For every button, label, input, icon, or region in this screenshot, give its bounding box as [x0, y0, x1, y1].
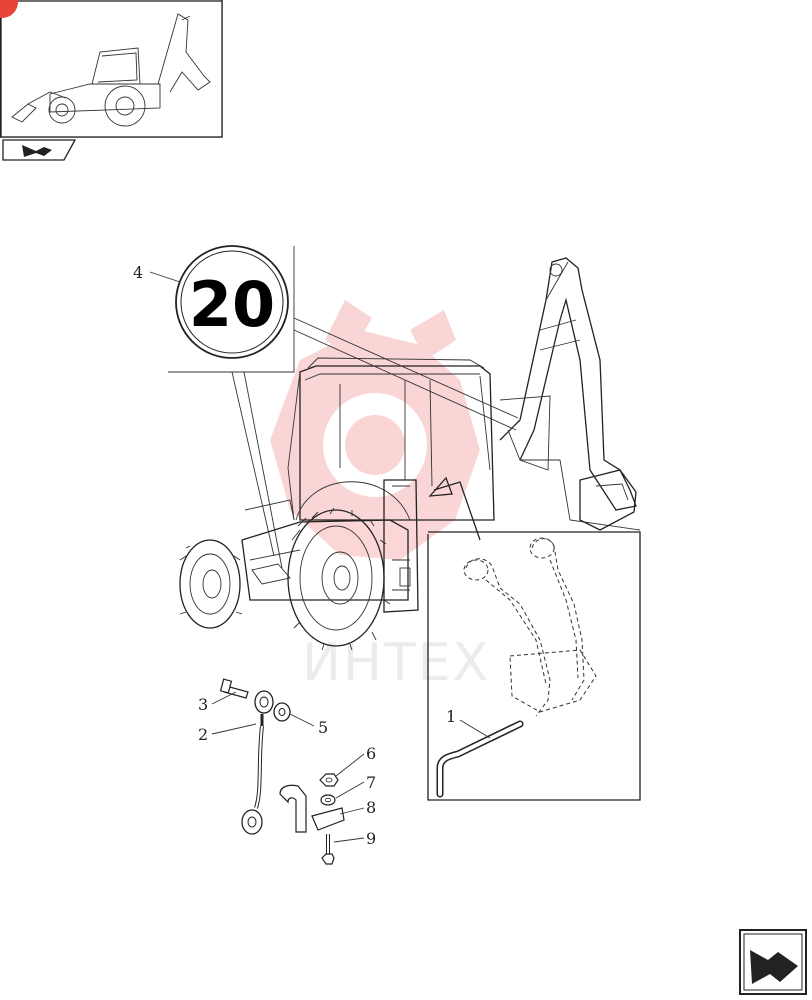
part-2-cable [241, 690, 274, 835]
front-wheel [179, 539, 243, 629]
backhoe-loader-thumbnail-icon [11, 13, 211, 127]
callout-6: 6 [366, 744, 376, 763]
badge-20: 20 [168, 245, 295, 373]
callout-1: 1 [446, 707, 456, 726]
machine-illustration [179, 257, 641, 651]
next-page-button[interactable] [739, 929, 807, 995]
callout-8: 8 [366, 798, 376, 817]
badge-number: 20 [189, 268, 275, 341]
part-7-washer [320, 794, 336, 806]
thumbnail-panel[interactable] [0, 0, 223, 138]
leader-lines [149, 271, 365, 843]
part-9-screw [321, 834, 335, 865]
part-1-key [436, 720, 524, 798]
part-5-washer [273, 702, 291, 722]
arrow-icon [22, 145, 52, 157]
inset-panel [427, 531, 641, 801]
part-8-bracket [279, 784, 345, 833]
nav-tab[interactable] [2, 139, 77, 161]
part-3-bolt [219, 678, 249, 699]
watermark-text: ИНТЕХ [302, 633, 490, 693]
exploded-parts [219, 678, 345, 865]
next-page-arrow-icon [750, 950, 798, 984]
callout-2: 2 [198, 725, 208, 744]
callout-4: 4 [133, 263, 143, 282]
callout-7: 7 [366, 773, 376, 792]
watermark [270, 300, 480, 560]
callout-9: 9 [366, 829, 376, 848]
part-6-nut [319, 773, 339, 787]
callout-5: 5 [318, 718, 328, 737]
corner-marker [0, 0, 18, 18]
callout-3: 3 [198, 695, 208, 714]
